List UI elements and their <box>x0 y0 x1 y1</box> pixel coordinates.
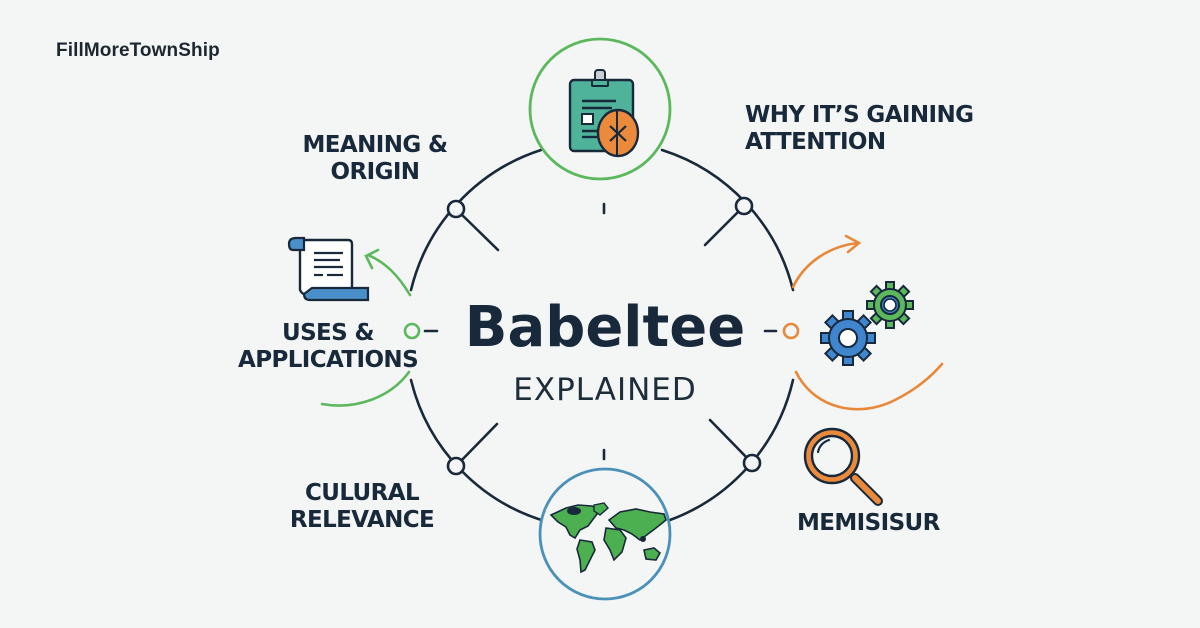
label-gaining-attention-line2: ATTENTION <box>745 129 886 155</box>
label-meaning-origin-line1: MEANING & <box>302 132 449 158</box>
label-gaining-attention-line1: WHY IT’S GAINING <box>745 102 974 128</box>
label-misuse-line1: MEMISISUR <box>797 510 940 536</box>
label-cultural-relevance: CULURAL RELEVANCE <box>282 480 442 534</box>
brand-logo-text: FillMoreTownShip <box>56 40 220 61</box>
node-left-green <box>403 322 421 340</box>
node-top-right <box>734 196 754 216</box>
label-meaning-origin-line2: ORIGIN <box>330 159 421 185</box>
orange-arrow-arc <box>791 234 944 411</box>
label-uses-applications-line1: USES & <box>282 320 375 346</box>
world-map-icon <box>538 467 672 601</box>
node-bottom-left <box>446 456 466 476</box>
label-cultural-relevance-line1: CULURAL <box>304 480 420 506</box>
page-title: Babeltee <box>464 295 746 360</box>
label-cultural-relevance-line2: RELEVANCE <box>289 507 435 533</box>
node-right-orange <box>782 322 800 340</box>
scroll-document-icon <box>287 236 370 302</box>
magnifying-glass-icon <box>803 427 883 506</box>
label-uses-applications-line2: APPLICATIONS <box>238 347 419 373</box>
node-top-left <box>446 199 466 219</box>
label-uses-applications: USES & APPLICATIONS <box>238 320 419 374</box>
label-gaining-attention: WHY IT’S GAINING ATTENTION <box>745 102 1005 156</box>
gears-icon <box>820 281 914 366</box>
green-arrow-arc <box>320 248 412 407</box>
page-subtitle: EXPLAINED <box>513 372 697 408</box>
node-bottom-right <box>742 453 762 473</box>
clipboard-badge-icon <box>528 37 672 181</box>
label-misuse: MEMISISUR <box>797 510 977 537</box>
label-meaning-origin: MEANING & ORIGIN <box>300 132 450 186</box>
